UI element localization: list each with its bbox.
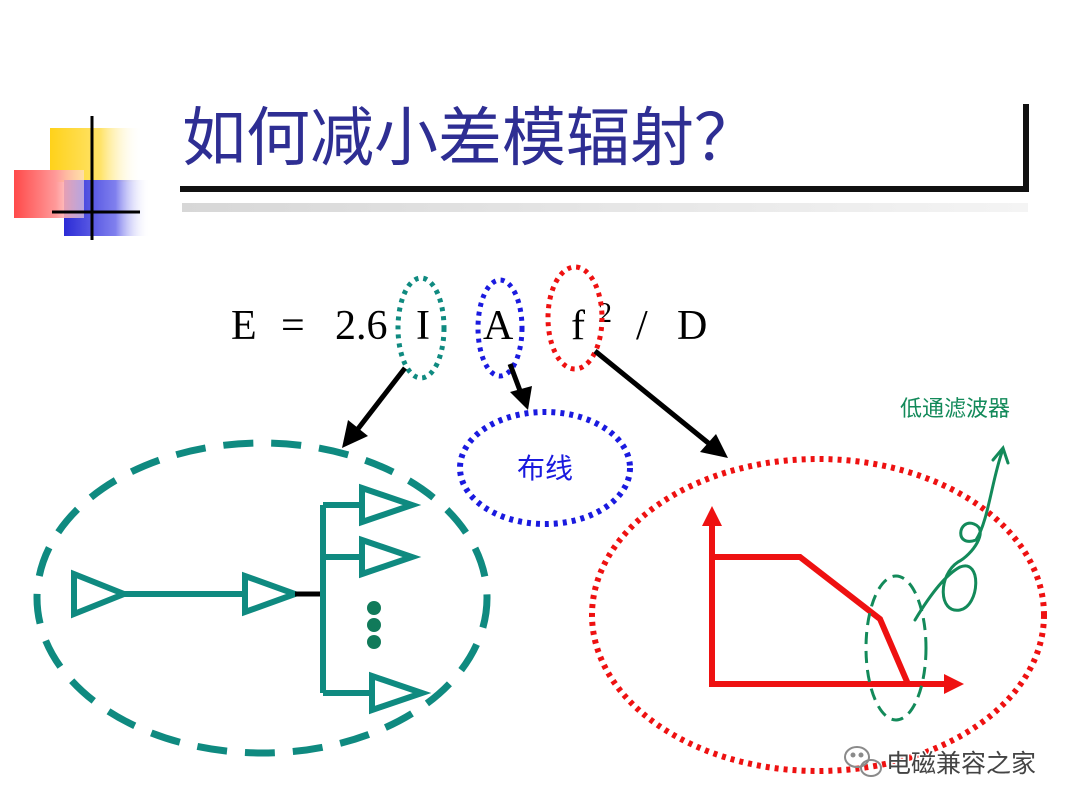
formula: E = 2.6 I A f 2 / D — [231, 298, 707, 349]
fanout-circuit — [71, 483, 432, 715]
arrow-to-frequency-chart — [593, 349, 728, 458]
filter-region-ellipse — [864, 574, 928, 722]
formula-slash: / — [636, 303, 648, 349]
highlight-I — [395, 275, 447, 381]
formula-current-I: I — [416, 303, 430, 349]
wiring-label: 布线 — [517, 452, 573, 485]
lowpass-annotation-arrow — [913, 444, 1010, 622]
formula-D: D — [677, 303, 707, 349]
driver-buffer-icon — [71, 569, 133, 619]
watermark: 电磁兼容之家 — [844, 746, 1038, 780]
current-circuit-ellipse — [33, 439, 491, 757]
formula-frequency-f: f — [571, 303, 585, 349]
wechat-icon — [844, 746, 882, 777]
highlight-f — [545, 264, 605, 372]
wiring-ellipse — [457, 409, 633, 527]
ellipsis-dots-icon — [367, 601, 381, 649]
spectrum-curve — [712, 554, 911, 686]
watermark-text: 电磁兼容之家 — [886, 749, 1036, 778]
title-decoration — [14, 116, 150, 240]
load-buffer-icon-1 — [359, 483, 422, 527]
load-buffer-icon-2 — [359, 535, 422, 579]
arrow-to-wiring — [507, 363, 532, 410]
formula-coefficient: 2.6 — [335, 303, 388, 349]
frequency-ellipse — [589, 456, 1047, 774]
formula-equals: = — [281, 303, 305, 349]
formula-area-A: A — [483, 303, 514, 349]
formula-E: E — [231, 303, 257, 349]
page-title: 如何减小差模辐射？ — [182, 102, 758, 176]
lowpass-chart — [702, 506, 964, 694]
highlight-A — [475, 277, 525, 379]
arrow-to-current-circuit — [342, 366, 407, 448]
load-buffer-icon-3 — [369, 671, 432, 715]
repeater-buffer-icon — [242, 571, 304, 617]
x-axis-arrow-icon — [944, 674, 964, 694]
title-frame — [180, 104, 1029, 212]
y-axis-arrow-icon — [702, 506, 722, 526]
lowpass-filter-label: 低通滤波器 — [900, 397, 1010, 422]
